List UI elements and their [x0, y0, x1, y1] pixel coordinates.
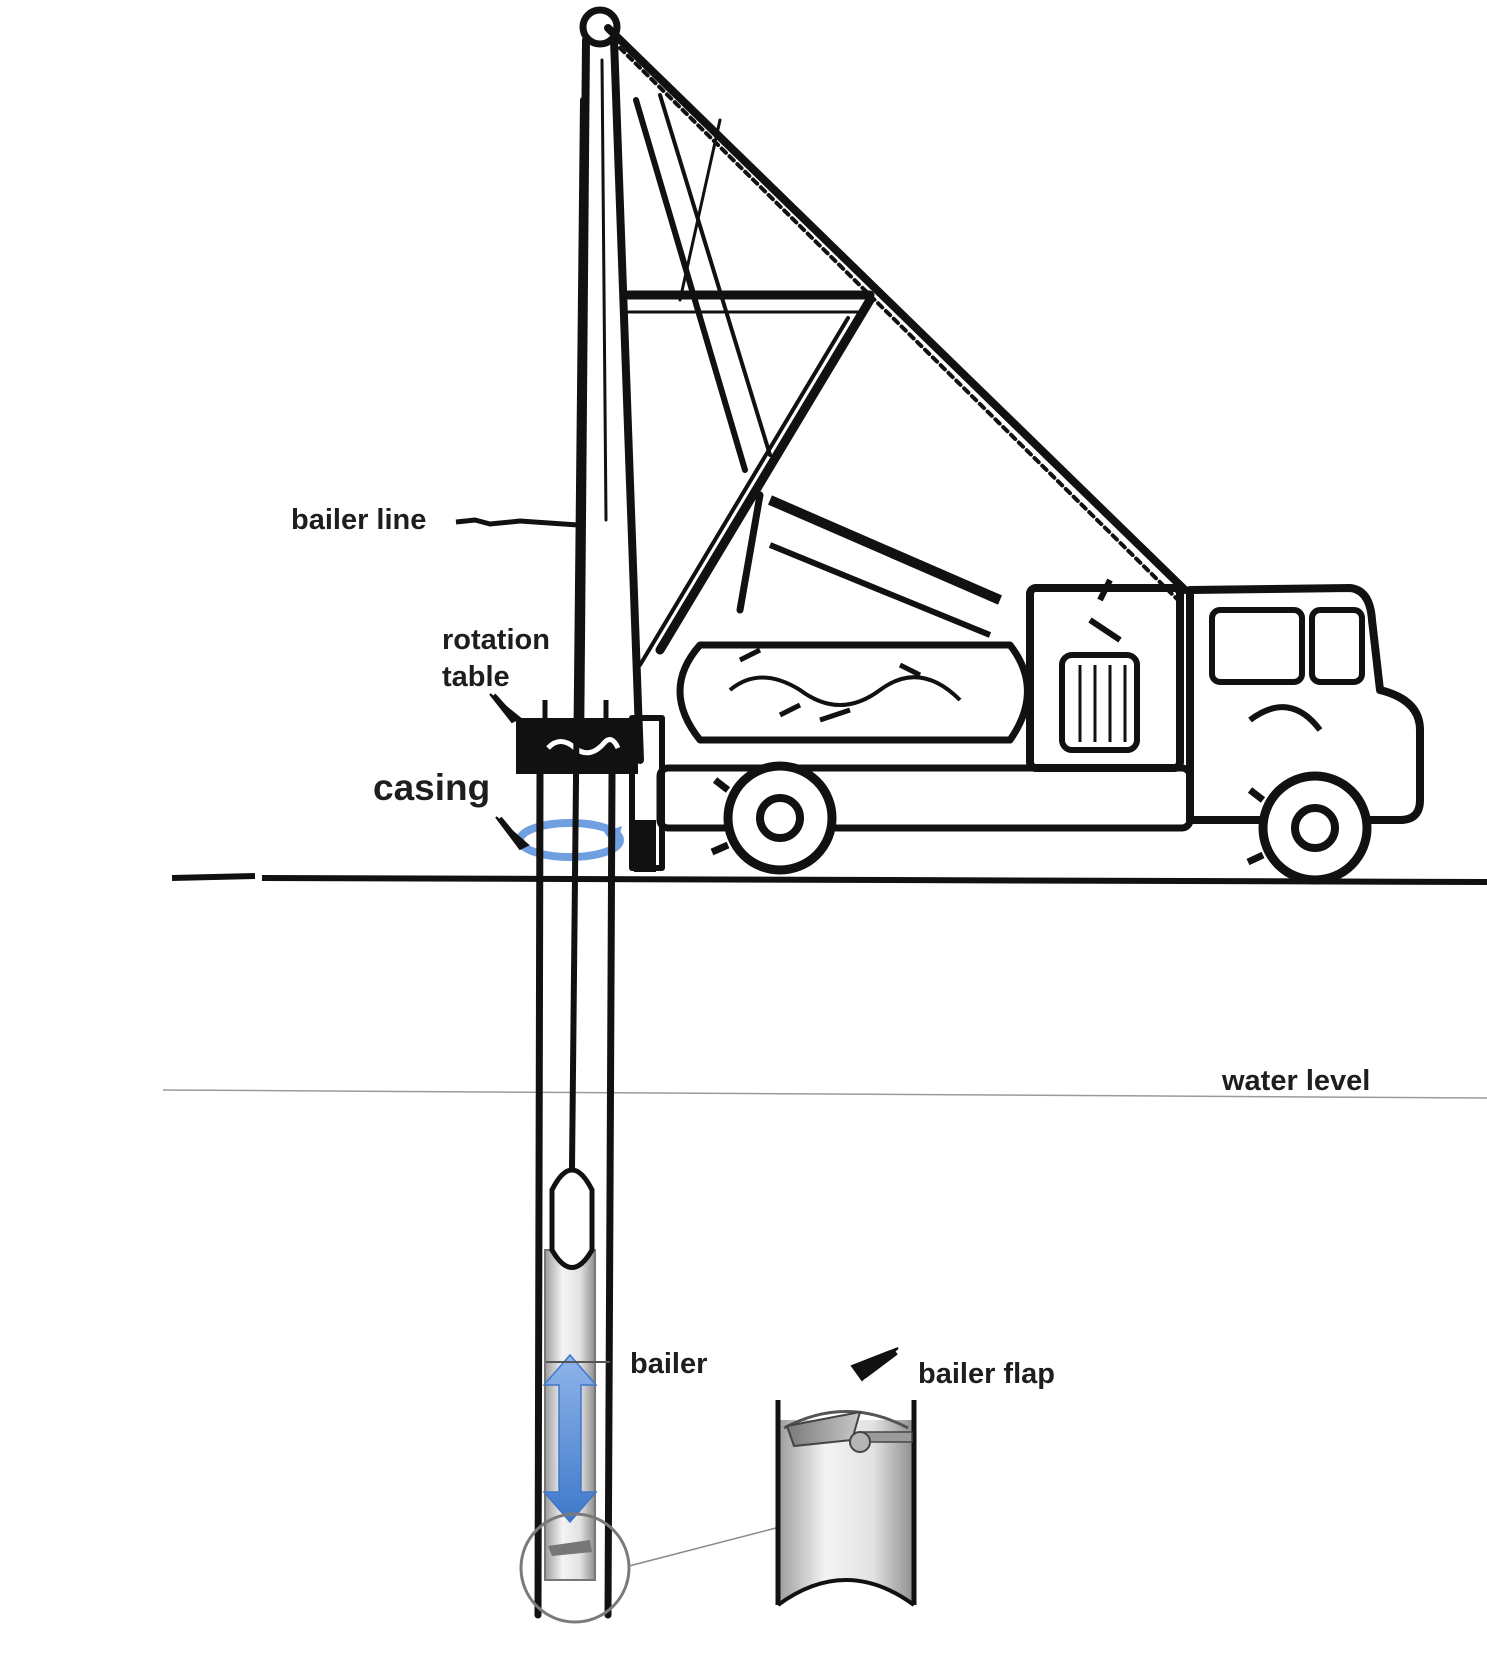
bailer-line: [569, 97, 586, 1171]
borehole-casing: [534, 97, 616, 1619]
label-pointers: [455, 517, 899, 1382]
detail-connector-line: [628, 1527, 777, 1567]
detail-circle: [519, 1512, 631, 1624]
labels: bailer line rotation table casing water …: [291, 504, 1370, 1390]
water-level-line: [162, 1089, 1487, 1099]
bailer-flap-detail: [775, 1400, 917, 1607]
label-bailer: bailer: [630, 1348, 707, 1380]
drilling-truck: [629, 495, 1424, 885]
casing-ring: [516, 819, 624, 861]
label-water-level: water level: [1221, 1065, 1370, 1097]
label-bailer-flap: bailer flap: [918, 1358, 1055, 1390]
label-rotation-table-line1: rotation: [442, 624, 550, 656]
label-rotation-table-line2: table: [442, 661, 510, 693]
label-bailer-line: bailer line: [291, 504, 426, 536]
ground-line: [171, 873, 1487, 885]
label-casing: casing: [373, 767, 490, 808]
up-down-arrow-icon: [542, 1353, 598, 1524]
bailer-tool: [519, 1167, 777, 1624]
